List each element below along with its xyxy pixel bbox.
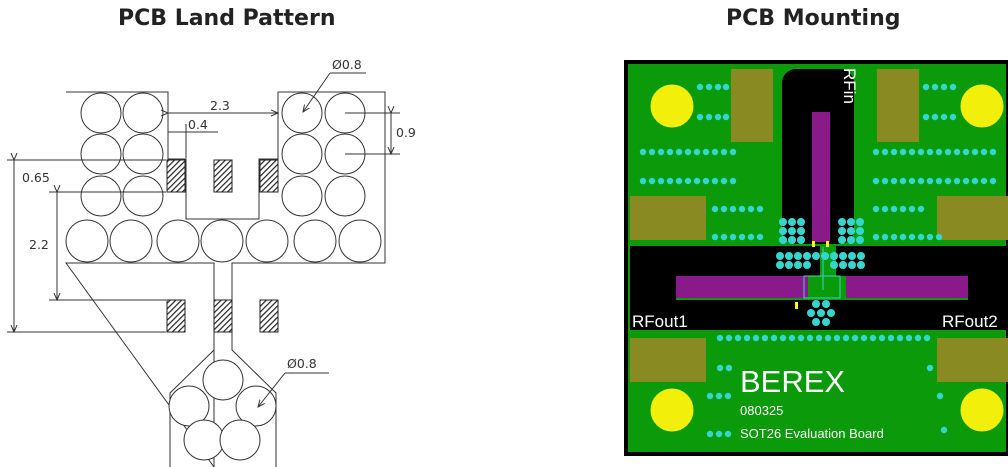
land-pattern-drawing: 2.3 0.4 Ø0.8 0.9 0.65 [7, 57, 416, 467]
land-pattern-title: PCB Land Pattern [118, 6, 336, 31]
rfout2-label: RFout2 [942, 312, 998, 331]
via-dots [639, 83, 997, 438]
olive-pads [630, 69, 1008, 382]
via-cluster-left [80, 92, 164, 217]
svg-text:Ø0.8: Ø0.8 [287, 356, 317, 371]
brand-label: BEREX [740, 364, 845, 399]
svg-text:0.4: 0.4 [188, 117, 208, 132]
pad-bottom-1 [166, 299, 186, 333]
dim-0-65: 0.65 [22, 159, 166, 193]
mounting-holes [649, 83, 1005, 433]
dim-0-4: 0.4 [168, 117, 218, 158]
pad-top-1 [166, 159, 186, 193]
via-cluster-bottom [168, 359, 277, 461]
mounting-title: PCB Mounting [726, 6, 901, 31]
dim-dia-top: Ø0.8 [303, 57, 366, 112]
dim-0-9: 0.9 [345, 113, 416, 154]
pad-bottom-2 [213, 299, 233, 333]
board-name-label: SOT26 Evaluation Board [740, 426, 884, 441]
svg-text:Ø0.8: Ø0.8 [332, 57, 362, 72]
dim-2-3: 2.3 [168, 98, 278, 134]
svg-text:0.65: 0.65 [22, 170, 50, 185]
via-row-bottom [65, 219, 382, 263]
rfin-purple [812, 112, 830, 242]
svg-text:2.3: 2.3 [210, 98, 230, 113]
rfin-label: RFin [840, 68, 859, 104]
component-pads [166, 159, 279, 333]
pcb-board: RFin RFout1 RFout2 BEREX 080325 SOT26 Ev… [624, 60, 1008, 456]
rfout1-purple [676, 276, 808, 298]
svg-text:2.2: 2.2 [29, 237, 49, 252]
pad-top-3 [259, 159, 279, 193]
rfout1-label: RFout1 [632, 312, 688, 331]
code-label: 080325 [740, 403, 783, 418]
dim-dia-bottom: Ø0.8 [258, 356, 329, 407]
pad-bottom-3 [259, 299, 279, 333]
dim-2-2: 2.2 [7, 160, 166, 332]
pad-top-2 [213, 159, 233, 193]
rfout2-purple [846, 276, 968, 298]
svg-text:0.9: 0.9 [396, 125, 416, 140]
